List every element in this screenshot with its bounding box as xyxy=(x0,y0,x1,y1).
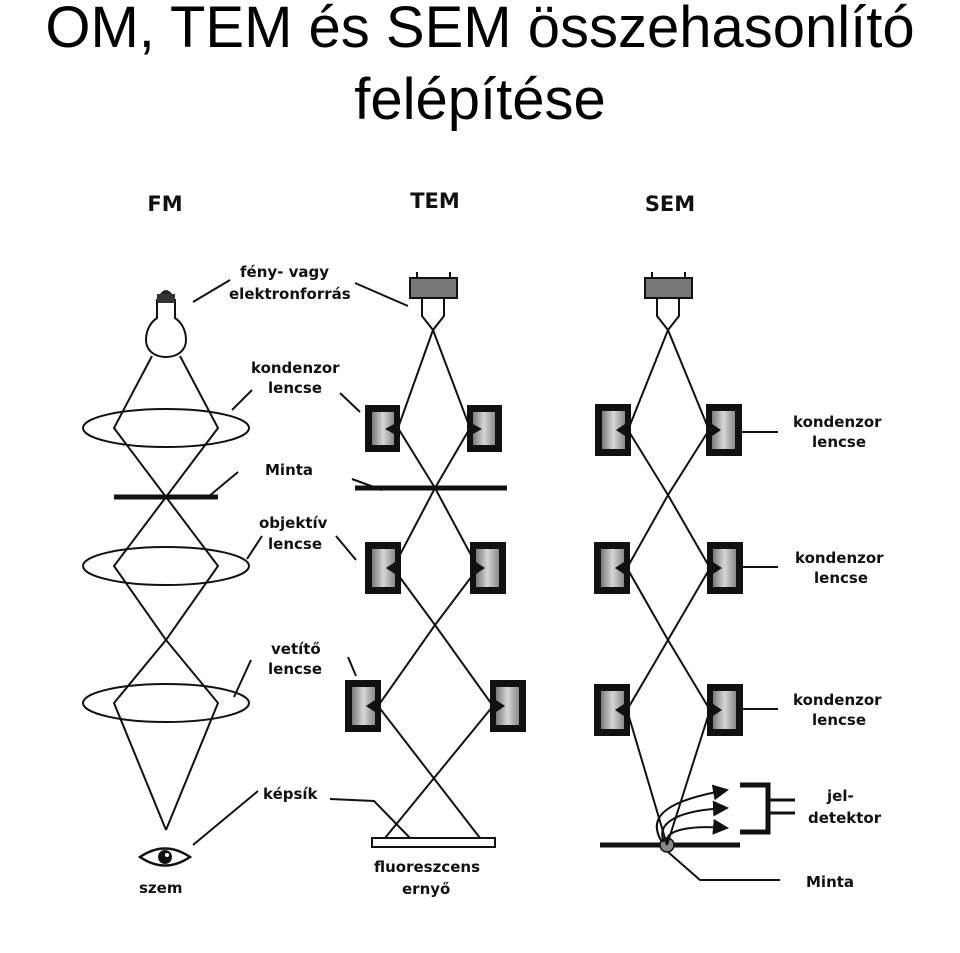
tem-column xyxy=(345,272,526,848)
sem-condenser-1-label-line-1: kondenzor xyxy=(793,413,882,431)
sem-condenser-coil-2-left xyxy=(594,542,630,594)
sem-signal-arrows xyxy=(655,784,729,843)
objective-leader-lines xyxy=(246,535,357,561)
slide-title-line-1: OM, TEM és SEM összehasonlító xyxy=(45,0,915,60)
sem-electron-gun xyxy=(644,272,693,332)
objective-label-line-2: lencse xyxy=(268,535,322,553)
tem-objective-coil-left xyxy=(365,542,401,594)
screen-label-line-1: fluoreszcens xyxy=(374,858,480,876)
screen-label-line-2: ernyő xyxy=(402,880,450,898)
fm-objective-lens xyxy=(82,546,250,586)
fm-condenser-lens xyxy=(82,408,250,448)
sem-condenser-3-label-line-2: lencse xyxy=(812,711,866,729)
fm-column: szem xyxy=(82,290,250,897)
sem-condenser-3-label-line-1: kondenzor xyxy=(793,691,882,709)
fm-projector-lens xyxy=(82,683,250,723)
projector-label-line-1: vetítő xyxy=(271,640,321,658)
column-header-tem: TEM xyxy=(410,189,460,213)
source-leader-lines xyxy=(192,279,409,307)
sample-label: Minta xyxy=(265,461,313,479)
tem-condenser-coil-right xyxy=(467,405,502,452)
eye-label: szem xyxy=(139,879,182,897)
sem-condenser-coil-1-left xyxy=(595,404,631,456)
source-label-line-1: fény- vagy xyxy=(240,263,329,281)
column-header-sem: SEM xyxy=(645,192,695,216)
sem-condenser-2-label-line-2: lencse xyxy=(814,569,868,587)
condenser-leader-lines xyxy=(231,389,361,413)
sem-leader-lines xyxy=(667,431,780,881)
middle-labels: fény- vagy elektronforrás kondenzor lenc… xyxy=(192,263,480,898)
fm-ray-path xyxy=(112,355,220,831)
sem-condenser-1-label-line-2: lencse xyxy=(812,433,866,451)
sem-condenser-coil-1-right xyxy=(706,404,742,456)
slide-title: OM, TEM és SEM összehasonlító felépítése xyxy=(0,0,960,136)
projector-leader-lines xyxy=(233,656,357,698)
tem-fluorescent-screen xyxy=(371,837,496,848)
detector-icon xyxy=(740,782,795,835)
column-header-fm: FM xyxy=(147,192,182,216)
sem-condenser-coil-2-right xyxy=(707,542,743,594)
tem-condenser-coil-left xyxy=(365,405,400,452)
detector-label-line-1: jel- xyxy=(826,787,854,805)
eye-icon xyxy=(137,847,193,867)
sem-ray-path xyxy=(625,329,712,846)
detector-label-line-2: detektor xyxy=(808,809,882,827)
tem-projector-coil-left xyxy=(345,680,381,732)
tem-ray-path xyxy=(376,329,495,839)
objective-label-line-1: objektív xyxy=(259,514,328,532)
sem-condenser-2-label-line-1: kondenzor xyxy=(795,549,884,567)
image-plane-leader-lines xyxy=(192,790,411,846)
condenser-label-line-2: lencse xyxy=(268,379,322,397)
image-plane-label: képsík xyxy=(263,785,319,803)
tem-projector-coil-right xyxy=(490,680,526,732)
source-label-line-2: elektronforrás xyxy=(229,285,351,303)
sem-sample-label: Minta xyxy=(806,873,854,891)
slide-title-line-2: felépítése xyxy=(354,67,606,132)
tem-objective-coil-right xyxy=(470,542,506,594)
projector-label-line-2: lencse xyxy=(268,660,322,678)
sem-condenser-coil-3-left xyxy=(594,684,630,736)
condenser-label-line-1: kondenzor xyxy=(251,359,340,377)
light-bulb-icon xyxy=(144,290,188,359)
tem-electron-gun xyxy=(409,272,458,332)
sem-condenser-coil-3-right xyxy=(707,684,743,736)
sem-column: kondenzor lencse kondenzor lencse konden… xyxy=(594,272,884,891)
